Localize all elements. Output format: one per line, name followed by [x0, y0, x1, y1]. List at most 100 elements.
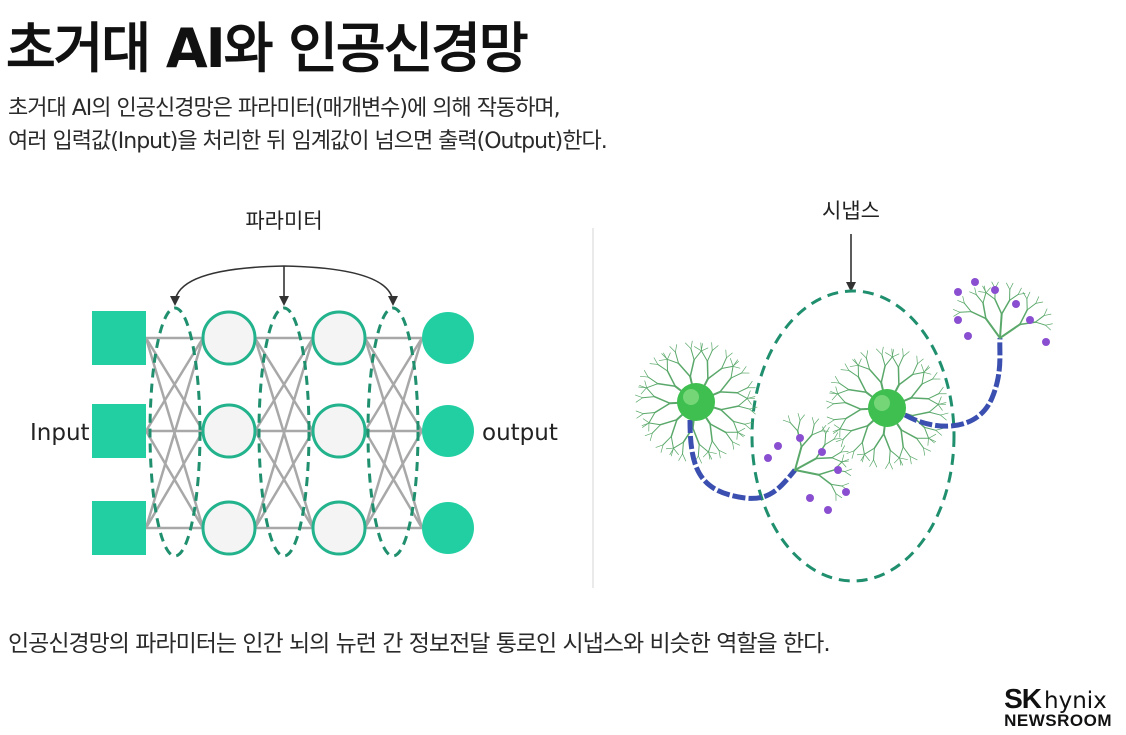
dendrite-branch: [849, 364, 859, 367]
dendrite-branch: [635, 394, 643, 399]
dendrite-branch: [642, 422, 650, 428]
dendrite-branch: [900, 429, 918, 440]
terminal-branch: [952, 309, 961, 313]
hidden-node: [201, 403, 257, 459]
neuron-illustration: 시냅스: [635, 199, 1053, 583]
dendrite-branch: [927, 393, 940, 400]
terminal-branch: [815, 456, 833, 460]
terminal-branch: [844, 468, 852, 472]
dendrite-branch: [749, 408, 756, 415]
synaptic-terminal: [971, 278, 979, 286]
dendrite-branch: [851, 450, 855, 459]
output-node: [422, 312, 474, 364]
dendrite-branch: [884, 356, 893, 367]
dendrite-branch: [910, 383, 923, 399]
dendrite-branch: [834, 376, 840, 384]
terminal-branch: [1009, 293, 1019, 301]
dendrite-branch: [893, 457, 900, 464]
dendrite-branch: [885, 461, 890, 469]
dendrite-branch: [721, 365, 734, 370]
dendrite-branch: [864, 453, 870, 461]
terminal-branch: [830, 483, 843, 487]
dendrite-branch: [677, 362, 691, 378]
dendrite-branch: [844, 401, 862, 411]
terminal-branch: [811, 430, 823, 436]
terminal-branch: [831, 457, 843, 463]
dendrite-branch: [891, 356, 899, 368]
synaptic-terminal: [1042, 338, 1050, 346]
dendrite-branch: [866, 350, 869, 359]
dendrite-branch: [845, 408, 862, 420]
dendrite-branch: [923, 447, 931, 452]
hidden-node: [311, 403, 367, 459]
dendrite-branch: [861, 441, 865, 455]
dendrite-branch: [648, 422, 662, 426]
output-node: [422, 502, 474, 554]
synaptic-terminal: [964, 332, 972, 340]
dendrite-branch: [725, 431, 733, 443]
dendrite-branch: [732, 420, 738, 433]
dendrite-branch: [700, 350, 708, 362]
dendrite-branch: [718, 450, 727, 455]
dendrite-branch: [889, 449, 900, 459]
dendrite-branch: [708, 451, 717, 454]
dendrite-branch: [725, 349, 727, 359]
dendrite-branch: [709, 423, 727, 434]
dendrite-branch: [911, 411, 930, 417]
terminal-branch: [962, 295, 965, 304]
dendrite-branch: [829, 392, 838, 395]
terminal-branch: [1043, 313, 1052, 316]
dendrite-branch: [835, 386, 839, 395]
dendrite-branch: [737, 397, 748, 407]
terminal-branch: [985, 287, 991, 294]
dendrite-branch: [654, 402, 671, 414]
dendrite-branch: [888, 461, 893, 470]
dendrite-branch: [635, 397, 643, 403]
terminal-branch: [811, 423, 815, 436]
dendrite-branch: [721, 357, 727, 370]
terminal-branch: [813, 418, 820, 425]
dendrite-branch: [881, 346, 884, 356]
dendrite-branch: [744, 421, 753, 425]
network-edges: [144, 336, 424, 530]
dendrite-branch: [835, 438, 844, 443]
dendrite-branch: [839, 418, 847, 430]
dendrite-branch: [744, 423, 751, 430]
dendrite-branch: [856, 453, 866, 456]
terminal-branch: [1026, 302, 1037, 311]
description: 초거대 AI의 인공신경망은 파라미터(매개변수)에 의해 작동하며, 여러 입…: [8, 92, 608, 158]
network-edge: [363, 337, 424, 529]
dendrite-branch: [826, 416, 835, 421]
dendrite-branch: [899, 457, 904, 466]
dendrite-branch: [861, 424, 869, 444]
terminal-branch: [1019, 309, 1028, 326]
dendrite-branch: [694, 346, 702, 352]
dendrite-branch: [909, 456, 918, 461]
dendrite-branch: [873, 433, 885, 449]
synaptic-terminal: [764, 454, 772, 462]
terminal-branch: [1017, 287, 1022, 295]
terminal-branch: [1034, 315, 1045, 323]
dendrite-branch: [861, 453, 865, 463]
dendrite-branch: [899, 446, 904, 459]
terminal-branch: [817, 474, 832, 486]
dendrite-branch: [899, 457, 908, 460]
hidden-node: [201, 310, 257, 366]
synapse-arrowhead: [846, 282, 856, 292]
dendrite-branch: [666, 358, 680, 364]
synaptic-terminal: [1026, 316, 1034, 324]
dendrite-branch: [935, 427, 944, 431]
dendrite-branch: [718, 450, 721, 459]
dendrite-branch: [706, 350, 713, 362]
synaptic-terminal: [824, 506, 832, 514]
dendrite-branch: [709, 423, 713, 442]
synaptic-terminal: [806, 494, 814, 502]
dendrite-branch: [666, 370, 677, 388]
terminal-branch: [969, 291, 977, 295]
dendrite-branch: [912, 363, 918, 376]
dendrite-branch: [865, 357, 871, 370]
terminal-branch: [984, 317, 1001, 339]
terminal-branch: [1043, 308, 1048, 316]
terminal-branch: [841, 454, 845, 463]
dendrite-branch: [923, 426, 929, 439]
